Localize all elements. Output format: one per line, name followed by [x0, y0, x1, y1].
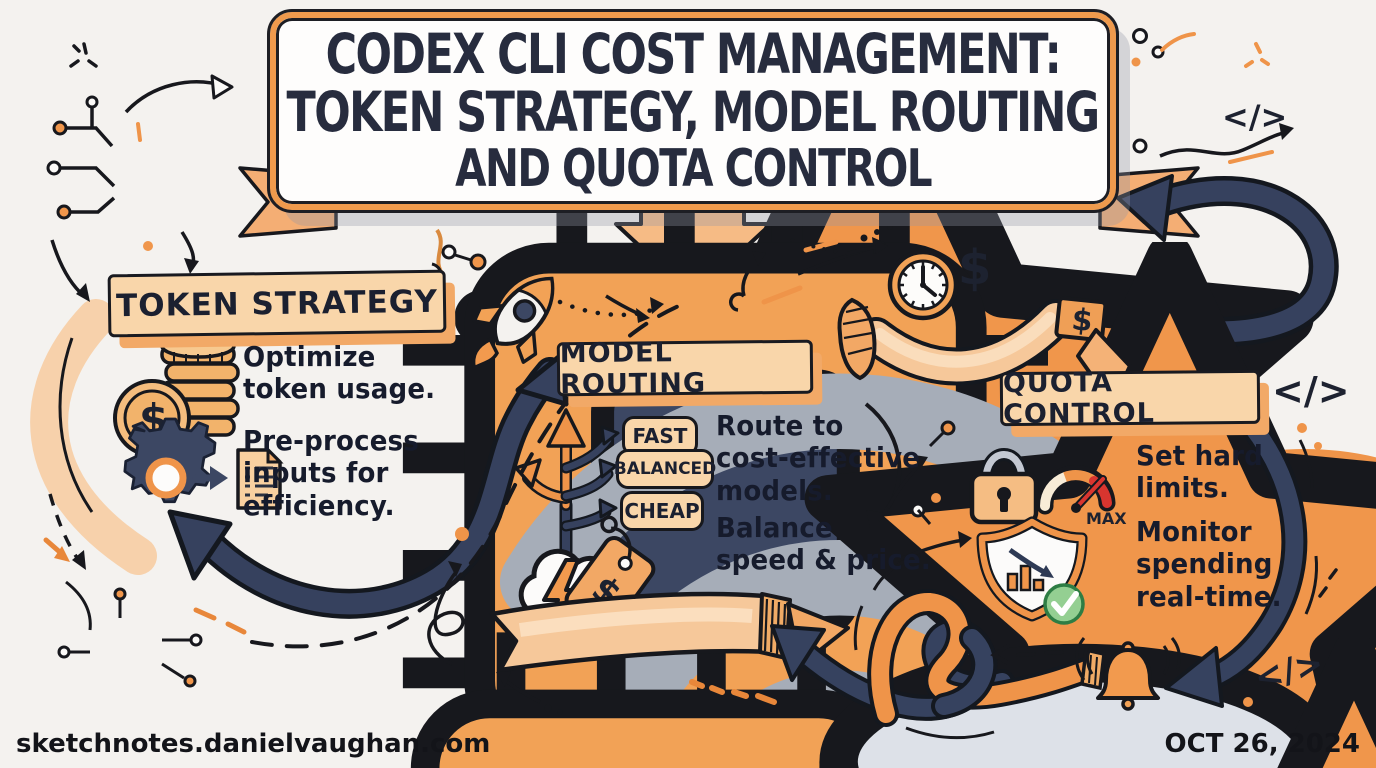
footer-date: OCT 26, 2024	[1164, 729, 1360, 759]
center-doodles	[415, 224, 1376, 768]
model-routing-point-2: Balance speed & price.	[716, 511, 931, 577]
title-line-2: TOKEN STRATEGY, MODEL ROUTING	[286, 80, 1101, 145]
document-icon	[236, 446, 284, 510]
bell-icon	[1075, 637, 1181, 711]
rocket-icon	[471, 276, 555, 371]
quota-control-point-2: Monitor spending real-time.	[1136, 515, 1282, 613]
wavy-arrow	[1159, 130, 1289, 158]
gauge-max-label: MAX	[1086, 509, 1127, 528]
right-c-arrow: </>	[1164, 413, 1338, 708]
bottom-ribbon-group	[489, 554, 1376, 768]
footer-site: sketchnotes.danielvaughan.com	[16, 729, 491, 759]
check-icon	[1043, 583, 1085, 625]
model-routing-heading-label: MODEL ROUTING	[559, 337, 707, 401]
quota-control-point-1: Set hard limits.	[1136, 439, 1264, 505]
quota-control-heading-label: QUOTA CONTROL	[1002, 367, 1156, 431]
token-strategy-point-2: Pre-process inputs for efficiency.	[243, 424, 419, 522]
dotted-arrow	[557, 299, 659, 318]
sparkle-icon	[69, 42, 98, 68]
title-line-3: AND QUOTA CONTROL	[455, 138, 933, 199]
dollar-icon: $	[1070, 302, 1094, 339]
mid-arrows	[864, 402, 972, 562]
tier-label-cheap: CHEAP	[620, 491, 704, 531]
branch-arrows	[514, 408, 620, 565]
orange-loop-arrow	[867, 589, 1106, 727]
clock-icon	[887, 249, 959, 321]
token-strategy-icons: $	[113, 333, 284, 510]
bottomleft-doodles	[43, 493, 1321, 768]
topleft-doodles	[46, 34, 1286, 768]
token-strategy-heading-label: TOKEN STRATEGY	[115, 283, 439, 324]
arrow-into-heading	[50, 239, 86, 298]
dashed-back-arrow	[990, 644, 1064, 665]
code-icon: </>	[1272, 369, 1350, 413]
curl-arrow	[729, 292, 746, 312]
model-routing-heading: MODEL ROUTING	[556, 337, 814, 400]
model-routing-point-1: Route to cost-effective models.	[716, 409, 921, 507]
token-strategy-point-1: Optimize token usage.	[243, 340, 436, 406]
tier-cheap-text: CHEAP	[624, 499, 700, 523]
token-strategy-heading: TOKEN STRATEGY	[107, 269, 447, 338]
tier-balanced-text: BALANCED	[613, 459, 717, 479]
quota-control-heading: QUOTA CONTROL	[999, 367, 1261, 430]
curved-arrow	[124, 80, 225, 114]
quota-icons: MAX </>	[969, 369, 1350, 625]
lock-icon	[969, 448, 1039, 525]
circuit-doodle	[60, 108, 116, 214]
title-banner: CODEX CLI COST MANAGEMENT: TOKEN STRATEG…	[267, 9, 1119, 213]
tier-label-balanced: BALANCED	[613, 449, 717, 489]
code-icon: </>	[1222, 98, 1287, 136]
dollar-icon: $	[958, 240, 991, 296]
s-curve-arrow	[167, 353, 569, 619]
tier-fast-text: FAST	[632, 424, 688, 448]
loop-arrow	[427, 570, 465, 666]
gear-icon	[123, 417, 217, 504]
highlighter-swash	[30, 299, 157, 575]
title-line-1: CODEX CLI COST MANAGEMENT:	[325, 22, 1062, 87]
sparkle-icon	[1244, 42, 1270, 68]
gauge-icon: MAX	[1036, 465, 1127, 528]
